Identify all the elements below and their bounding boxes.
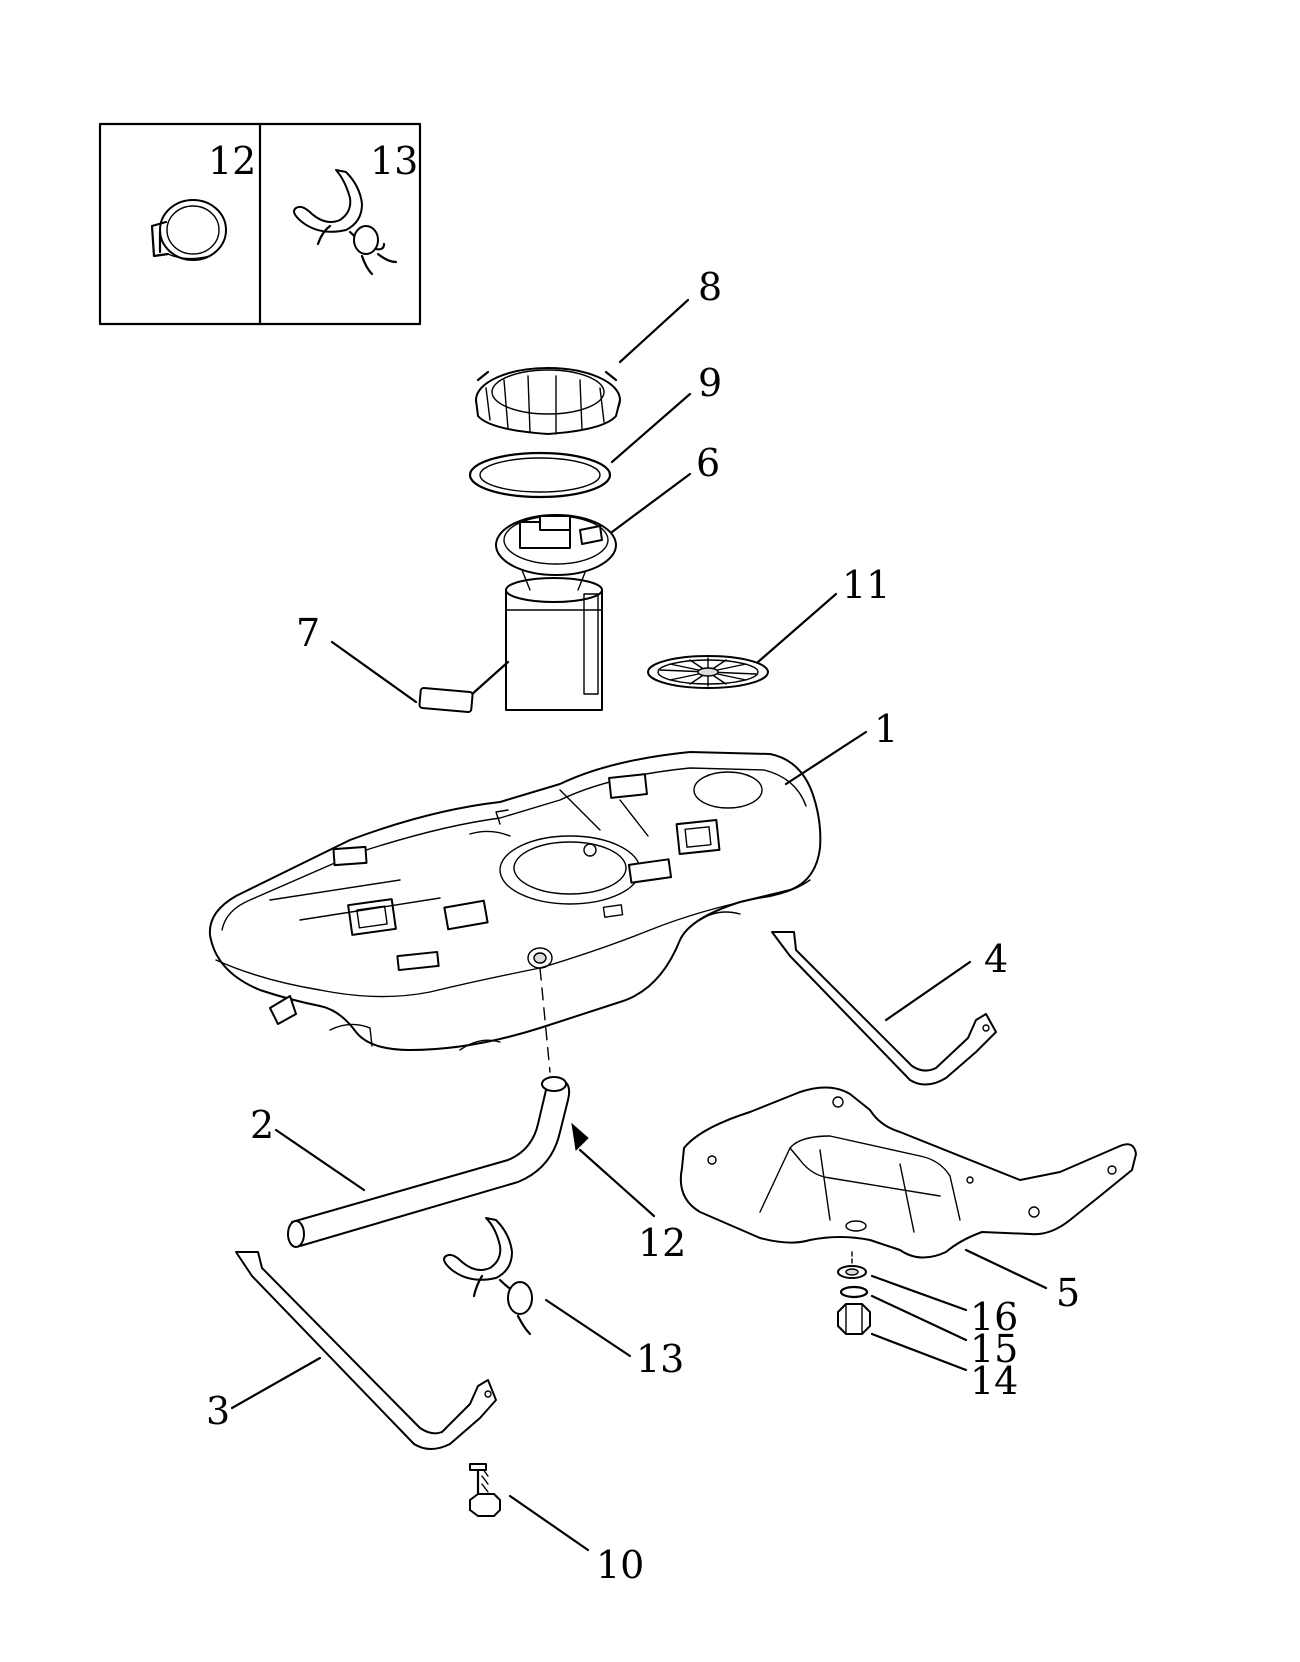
strap-right — [771, 931, 997, 1086]
fuel-tank — [208, 751, 822, 1073]
callout-15: 15 — [970, 1327, 1018, 1371]
callout-5: 5 — [1056, 1271, 1080, 1315]
seal-ring — [468, 451, 612, 499]
callout-16: 16 — [970, 1295, 1018, 1339]
spring-clip-icon — [293, 169, 398, 276]
callout-4: 4 — [984, 937, 1008, 981]
callout-13: 13 — [636, 1337, 684, 1381]
callout-7: 7 — [296, 611, 320, 655]
callout-11: 11 — [842, 563, 890, 607]
leader-lines — [230, 298, 1048, 1552]
bolt — [469, 1463, 501, 1517]
strap-left — [235, 1251, 497, 1450]
inset-label-13: 13 — [370, 139, 418, 183]
callout-8: 8 — [698, 265, 722, 309]
callout-1: 1 — [874, 707, 898, 751]
inset-label-12: 12 — [208, 139, 256, 183]
callout-labels: 8 9 6 7 11 1 4 2 12 13 3 5 16 15 14 10 — [206, 265, 1080, 1587]
callout-2: 2 — [250, 1103, 274, 1147]
callout-9: 9 — [698, 361, 722, 405]
heat-shield — [679, 1086, 1137, 1259]
callout-14: 14 — [970, 1359, 1018, 1403]
detail-inset: 12 13 — [98, 122, 422, 326]
hex-nut — [837, 1303, 871, 1335]
strainer — [647, 655, 769, 689]
hose-clamp-icon — [150, 199, 227, 261]
arrow-icon — [571, 1122, 589, 1152]
spring-washer — [839, 1285, 869, 1299]
callout-3: 3 — [206, 1389, 230, 1433]
filler-hose — [287, 1076, 571, 1248]
callout-6: 6 — [696, 441, 720, 485]
flat-washer — [837, 1265, 867, 1279]
callout-10: 10 — [596, 1543, 644, 1587]
fuel-pump-module — [418, 514, 617, 713]
lock-ring — [475, 367, 621, 435]
callout-12: 12 — [638, 1221, 686, 1265]
spring-clip — [443, 1217, 533, 1336]
